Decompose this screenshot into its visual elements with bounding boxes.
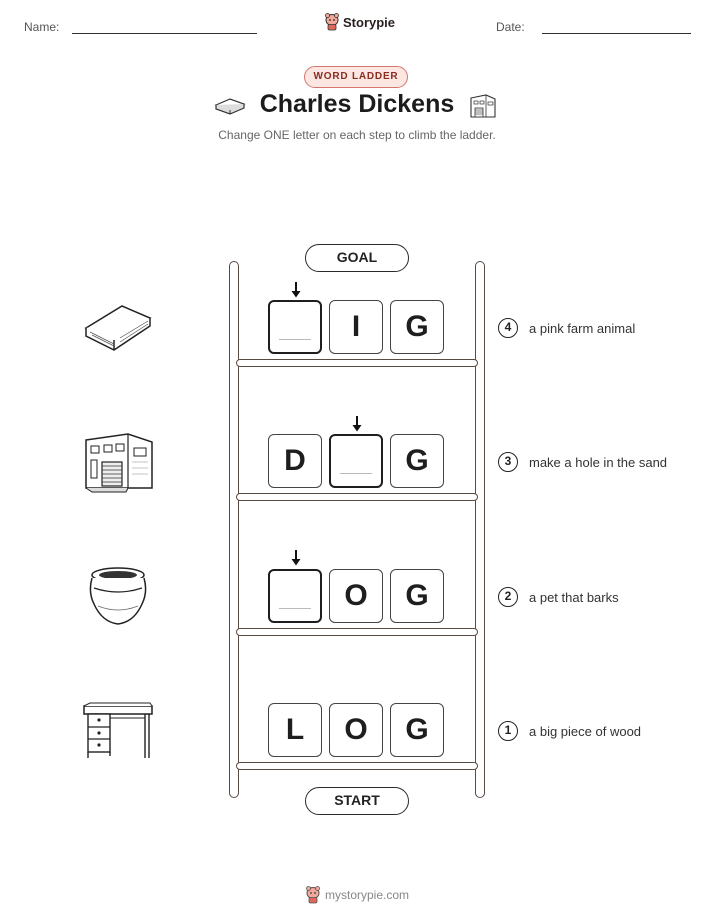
ladder-rung bbox=[236, 762, 478, 770]
clue-number: 4 bbox=[498, 318, 518, 338]
arrow-down-icon bbox=[291, 550, 301, 566]
clue-text: a pet that barks bbox=[529, 590, 619, 605]
footer: mystorypie.com bbox=[0, 886, 714, 904]
pot-icon bbox=[89, 567, 147, 625]
ladder-right-rail bbox=[475, 261, 485, 798]
instructions: Change ONE letter on each step to climb … bbox=[218, 128, 496, 142]
start-label: START bbox=[305, 787, 409, 815]
book-icon bbox=[214, 98, 246, 115]
arrow-down-icon bbox=[352, 416, 362, 432]
letter-tile: I bbox=[329, 300, 383, 354]
footer-url[interactable]: mystorypie.com bbox=[324, 888, 410, 902]
word-ladder-badge: WORD LADDER bbox=[304, 66, 408, 88]
date-line[interactable] bbox=[542, 33, 691, 34]
brand-name: Storypie bbox=[343, 14, 396, 30]
clue-text: a big piece of wood bbox=[529, 724, 642, 739]
letter-tile-blank[interactable] bbox=[268, 300, 322, 354]
letter-tile-blank[interactable] bbox=[268, 569, 322, 623]
page-title: Charles Dickens bbox=[259, 90, 455, 118]
name-line[interactable] bbox=[72, 33, 257, 34]
ladder-left-rail bbox=[229, 261, 239, 798]
letter-tile: L bbox=[268, 703, 322, 757]
desk-icon bbox=[83, 702, 153, 758]
letter-tile-blank[interactable] bbox=[329, 434, 383, 488]
name-label: Name: bbox=[24, 20, 60, 34]
clue-text: a pink farm animal bbox=[529, 321, 636, 336]
letter-tile: G bbox=[390, 300, 444, 354]
storypie-mascot-icon bbox=[325, 13, 339, 31]
ladder-rung bbox=[236, 493, 478, 501]
goal-label: GOAL bbox=[305, 244, 409, 272]
letter-tile: G bbox=[390, 703, 444, 757]
letter-tile: G bbox=[390, 569, 444, 623]
letter-tile: O bbox=[329, 569, 383, 623]
letter-tile: O bbox=[329, 703, 383, 757]
book-icon bbox=[84, 305, 152, 351]
brand-logo: Storypie bbox=[324, 13, 395, 31]
ladder-rung bbox=[236, 359, 478, 367]
letter-tile: G bbox=[390, 434, 444, 488]
letter-tile: D bbox=[268, 434, 322, 488]
building-icon bbox=[85, 433, 153, 493]
ladder-rung bbox=[236, 628, 478, 636]
date-label: Date: bbox=[496, 20, 525, 34]
arrow-down-icon bbox=[291, 282, 301, 298]
clue-text: make a hole in the sand bbox=[529, 455, 668, 470]
clue-number: 3 bbox=[498, 452, 518, 472]
clue-number: 2 bbox=[498, 587, 518, 607]
storypie-mascot-icon bbox=[306, 886, 320, 904]
clue-number: 1 bbox=[498, 721, 518, 741]
building-icon bbox=[470, 94, 496, 118]
